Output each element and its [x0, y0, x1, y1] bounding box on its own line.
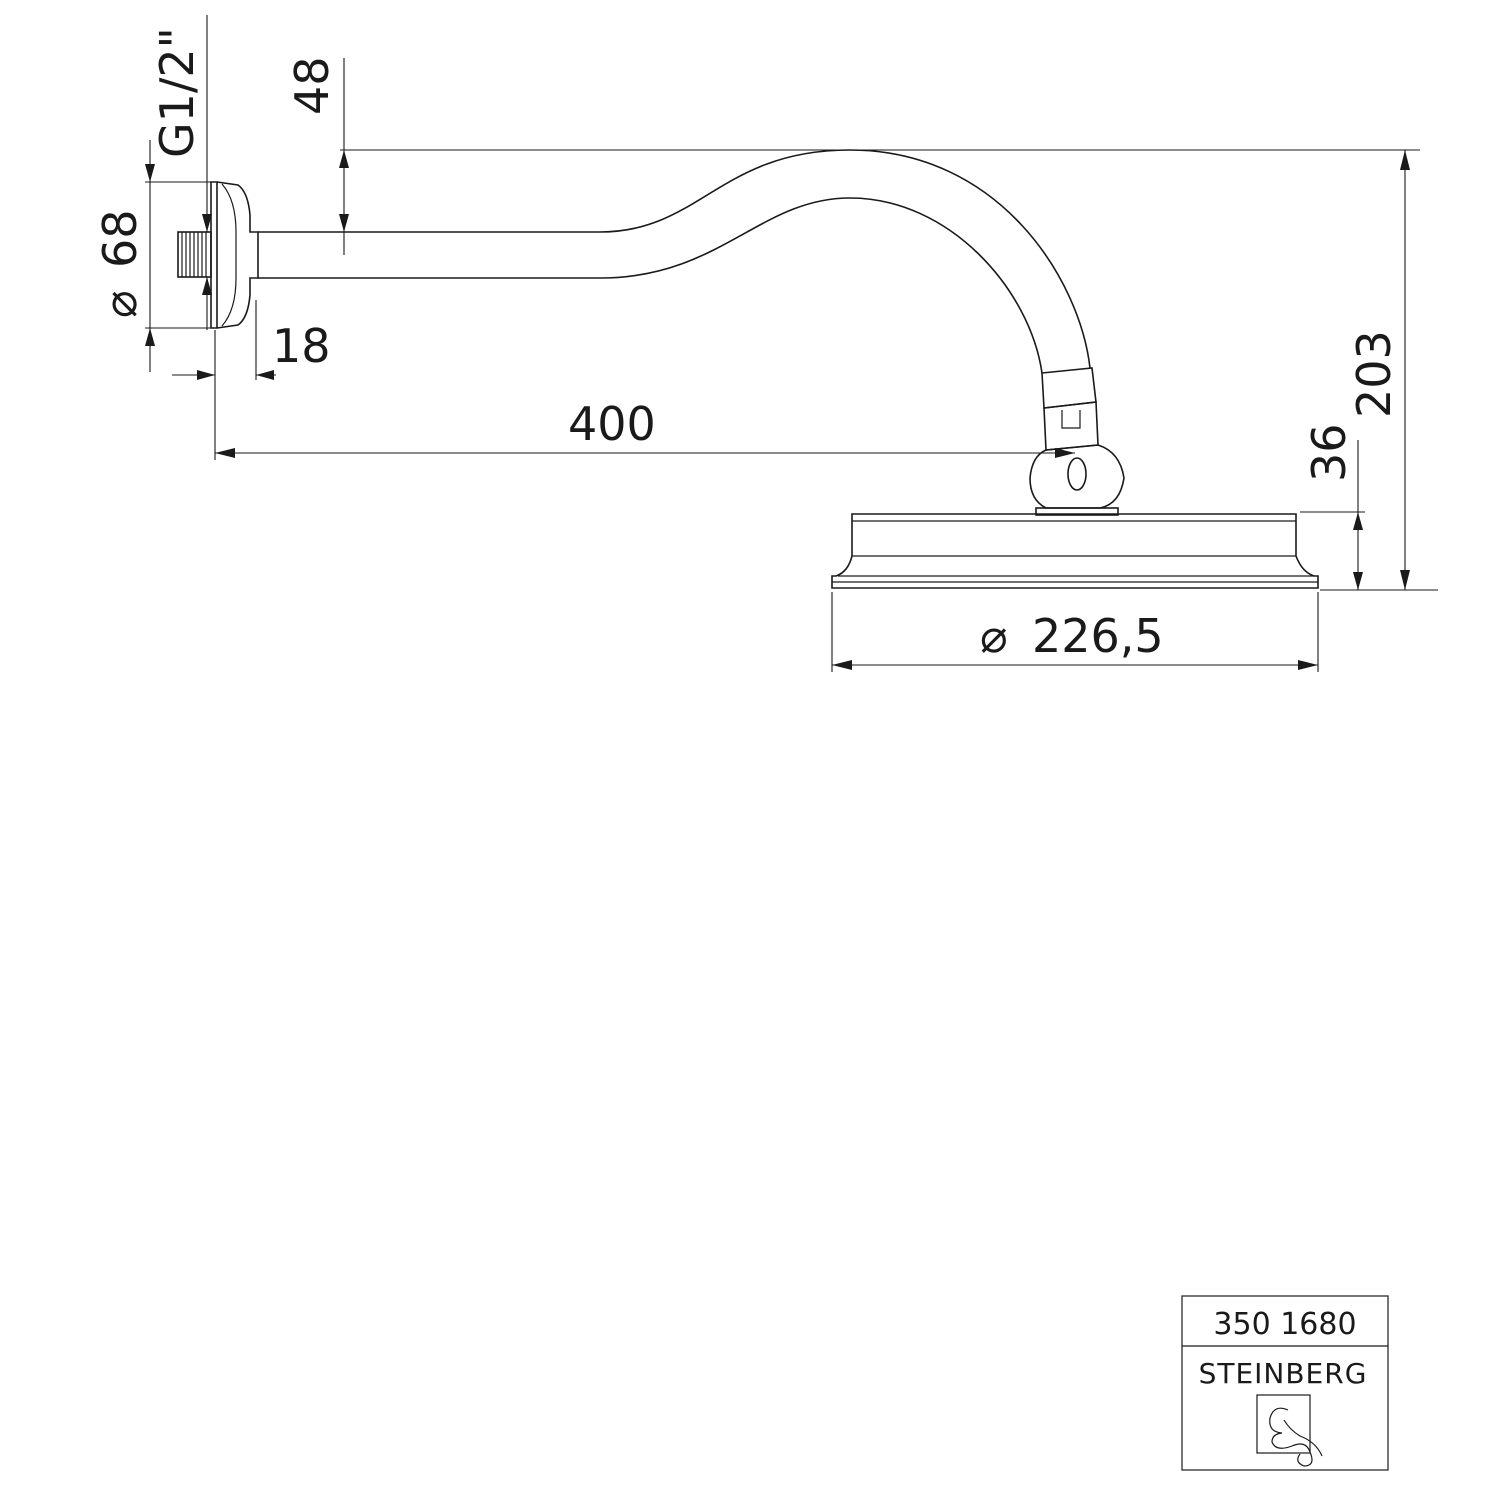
- article-number: 350 1680: [1213, 1307, 1356, 1342]
- dim-flange-diameter-label: 68: [93, 209, 147, 268]
- dim-projection-label: 400: [568, 397, 656, 451]
- dim-projection: 400: [215, 397, 1075, 458]
- dim-head-diameter-symbol: ⌀: [980, 609, 1008, 663]
- dim-thread: G1/2": [150, 15, 212, 330]
- dim-flange-diameter: ⌀ 68: [93, 140, 211, 372]
- dim-arm-offset-label: 48: [285, 56, 339, 115]
- title-block: 350 1680 STEINBERG: [1181, 1295, 1389, 1471]
- steinberg-logo-icon: [1256, 1394, 1323, 1467]
- dim-flange-diameter-symbol: ⌀: [93, 290, 147, 318]
- brand-name: STEINBERG: [1199, 1357, 1368, 1390]
- dim-flange-depth-label: 18: [272, 319, 331, 373]
- dim-head-height: 36: [1300, 423, 1365, 590]
- dim-arm-offset: 48: [262, 56, 350, 255]
- dim-head-diameter-label: 226,5: [1032, 609, 1164, 663]
- dim-thread-label: G1/2": [150, 27, 204, 158]
- wall-flange: [177, 181, 259, 329]
- dim-total-height: 203: [340, 149, 1438, 591]
- dim-head-height-label: 36: [1302, 423, 1356, 482]
- shower-head: [831, 513, 1319, 589]
- shower-arm: [258, 149, 1099, 451]
- dim-total-height-label: 203: [1347, 330, 1401, 418]
- ball-joint: [1029, 444, 1125, 516]
- dim-head-diameter: ⌀ 226,5: [831, 592, 1319, 672]
- dim-flange-depth: 18: [172, 300, 331, 460]
